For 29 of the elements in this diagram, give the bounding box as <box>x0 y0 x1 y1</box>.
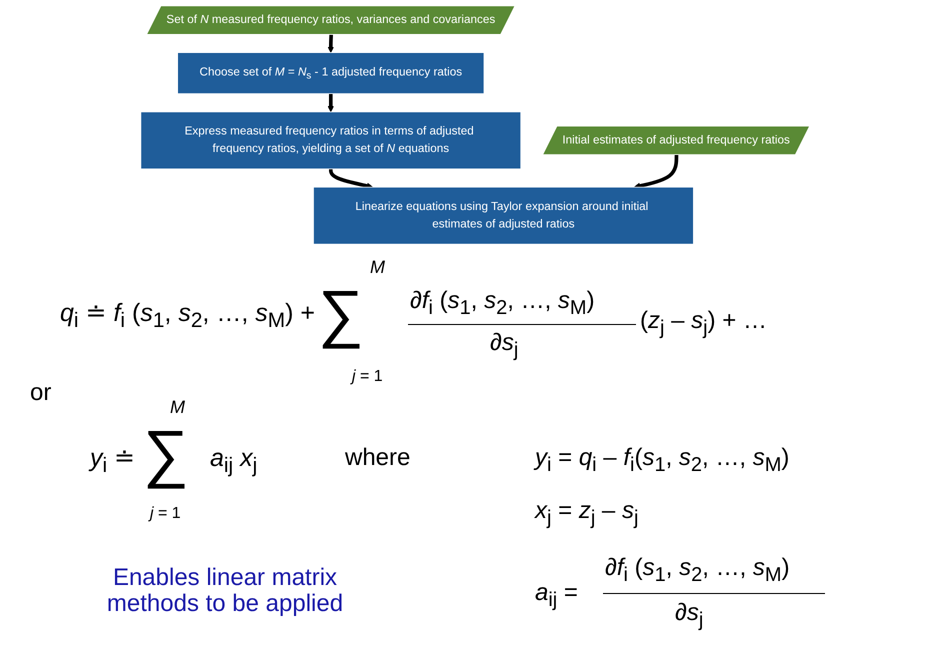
equation-text: a$_{ij}$ = <box>535 580 578 611</box>
equation-text: x$_{j}$ = z$_{j}$ – s$_{j}$ <box>535 498 638 529</box>
arrow <box>328 93 334 112</box>
equation-text: q$_{i}$ ≐ f$_{i}$ (s$_{1}$, s$_{2}$, …, s$_{M}$) + <box>60 300 315 333</box>
process-box: Linearize equations using Taylor expansion around initial estimates of adjusted ratios <box>313 186 694 245</box>
note-text: Enables linear matrix methods to be applied <box>106 565 344 618</box>
equation-text: y$_{i}$ = q$_{i}$ – f$_{i}$(s$_{1}$, s$_{2}$, …, s$_{M}$) <box>535 445 790 476</box>
equation-text: a$_{ij}$ x$_{j}$ <box>210 445 258 478</box>
sum-limit: M <box>370 258 385 278</box>
equation-text: (z$_{j}$ – s$_{j}$) + … <box>640 308 767 339</box>
arrow <box>328 34 334 53</box>
sum-symbol: ∑ <box>143 418 189 488</box>
input-parallelogram: Set of N measured frequency ratios, variances and covariances <box>146 5 516 35</box>
sum-limit: M <box>170 398 185 418</box>
denominator: ∂s$_{j}$ <box>675 600 704 631</box>
connector-word: or <box>30 380 52 406</box>
input-parallelogram: Initial estimates of adjusted frequency ratios <box>542 126 810 156</box>
numerator: ∂f$_{i}$ (s$_{1}$, s$_{2}$, …, s$_{M}$) <box>410 288 595 319</box>
equation-text: y$_{i}$ ≐ <box>90 445 136 478</box>
process-box: Choose set of M = N$_{s}$ - 1 adjusted frequency ratios <box>178 52 485 94</box>
arrow <box>634 154 679 190</box>
arrow <box>329 168 374 190</box>
process-box: Express measured frequency ratios in terms of adjusted frequency ratios, yielding a set of N equations <box>140 112 522 170</box>
sum-symbol: ∑ <box>318 278 364 348</box>
numerator: ∂f$_{i}$ (s$_{1}$, s$_{2}$, …, s$_{M}$) <box>605 555 790 586</box>
connector-word: where <box>345 445 410 472</box>
denominator: ∂s$_{j}$ <box>490 330 518 361</box>
sum-limit: j = 1 <box>150 505 181 523</box>
sum-limit: j = 1 <box>352 368 383 386</box>
